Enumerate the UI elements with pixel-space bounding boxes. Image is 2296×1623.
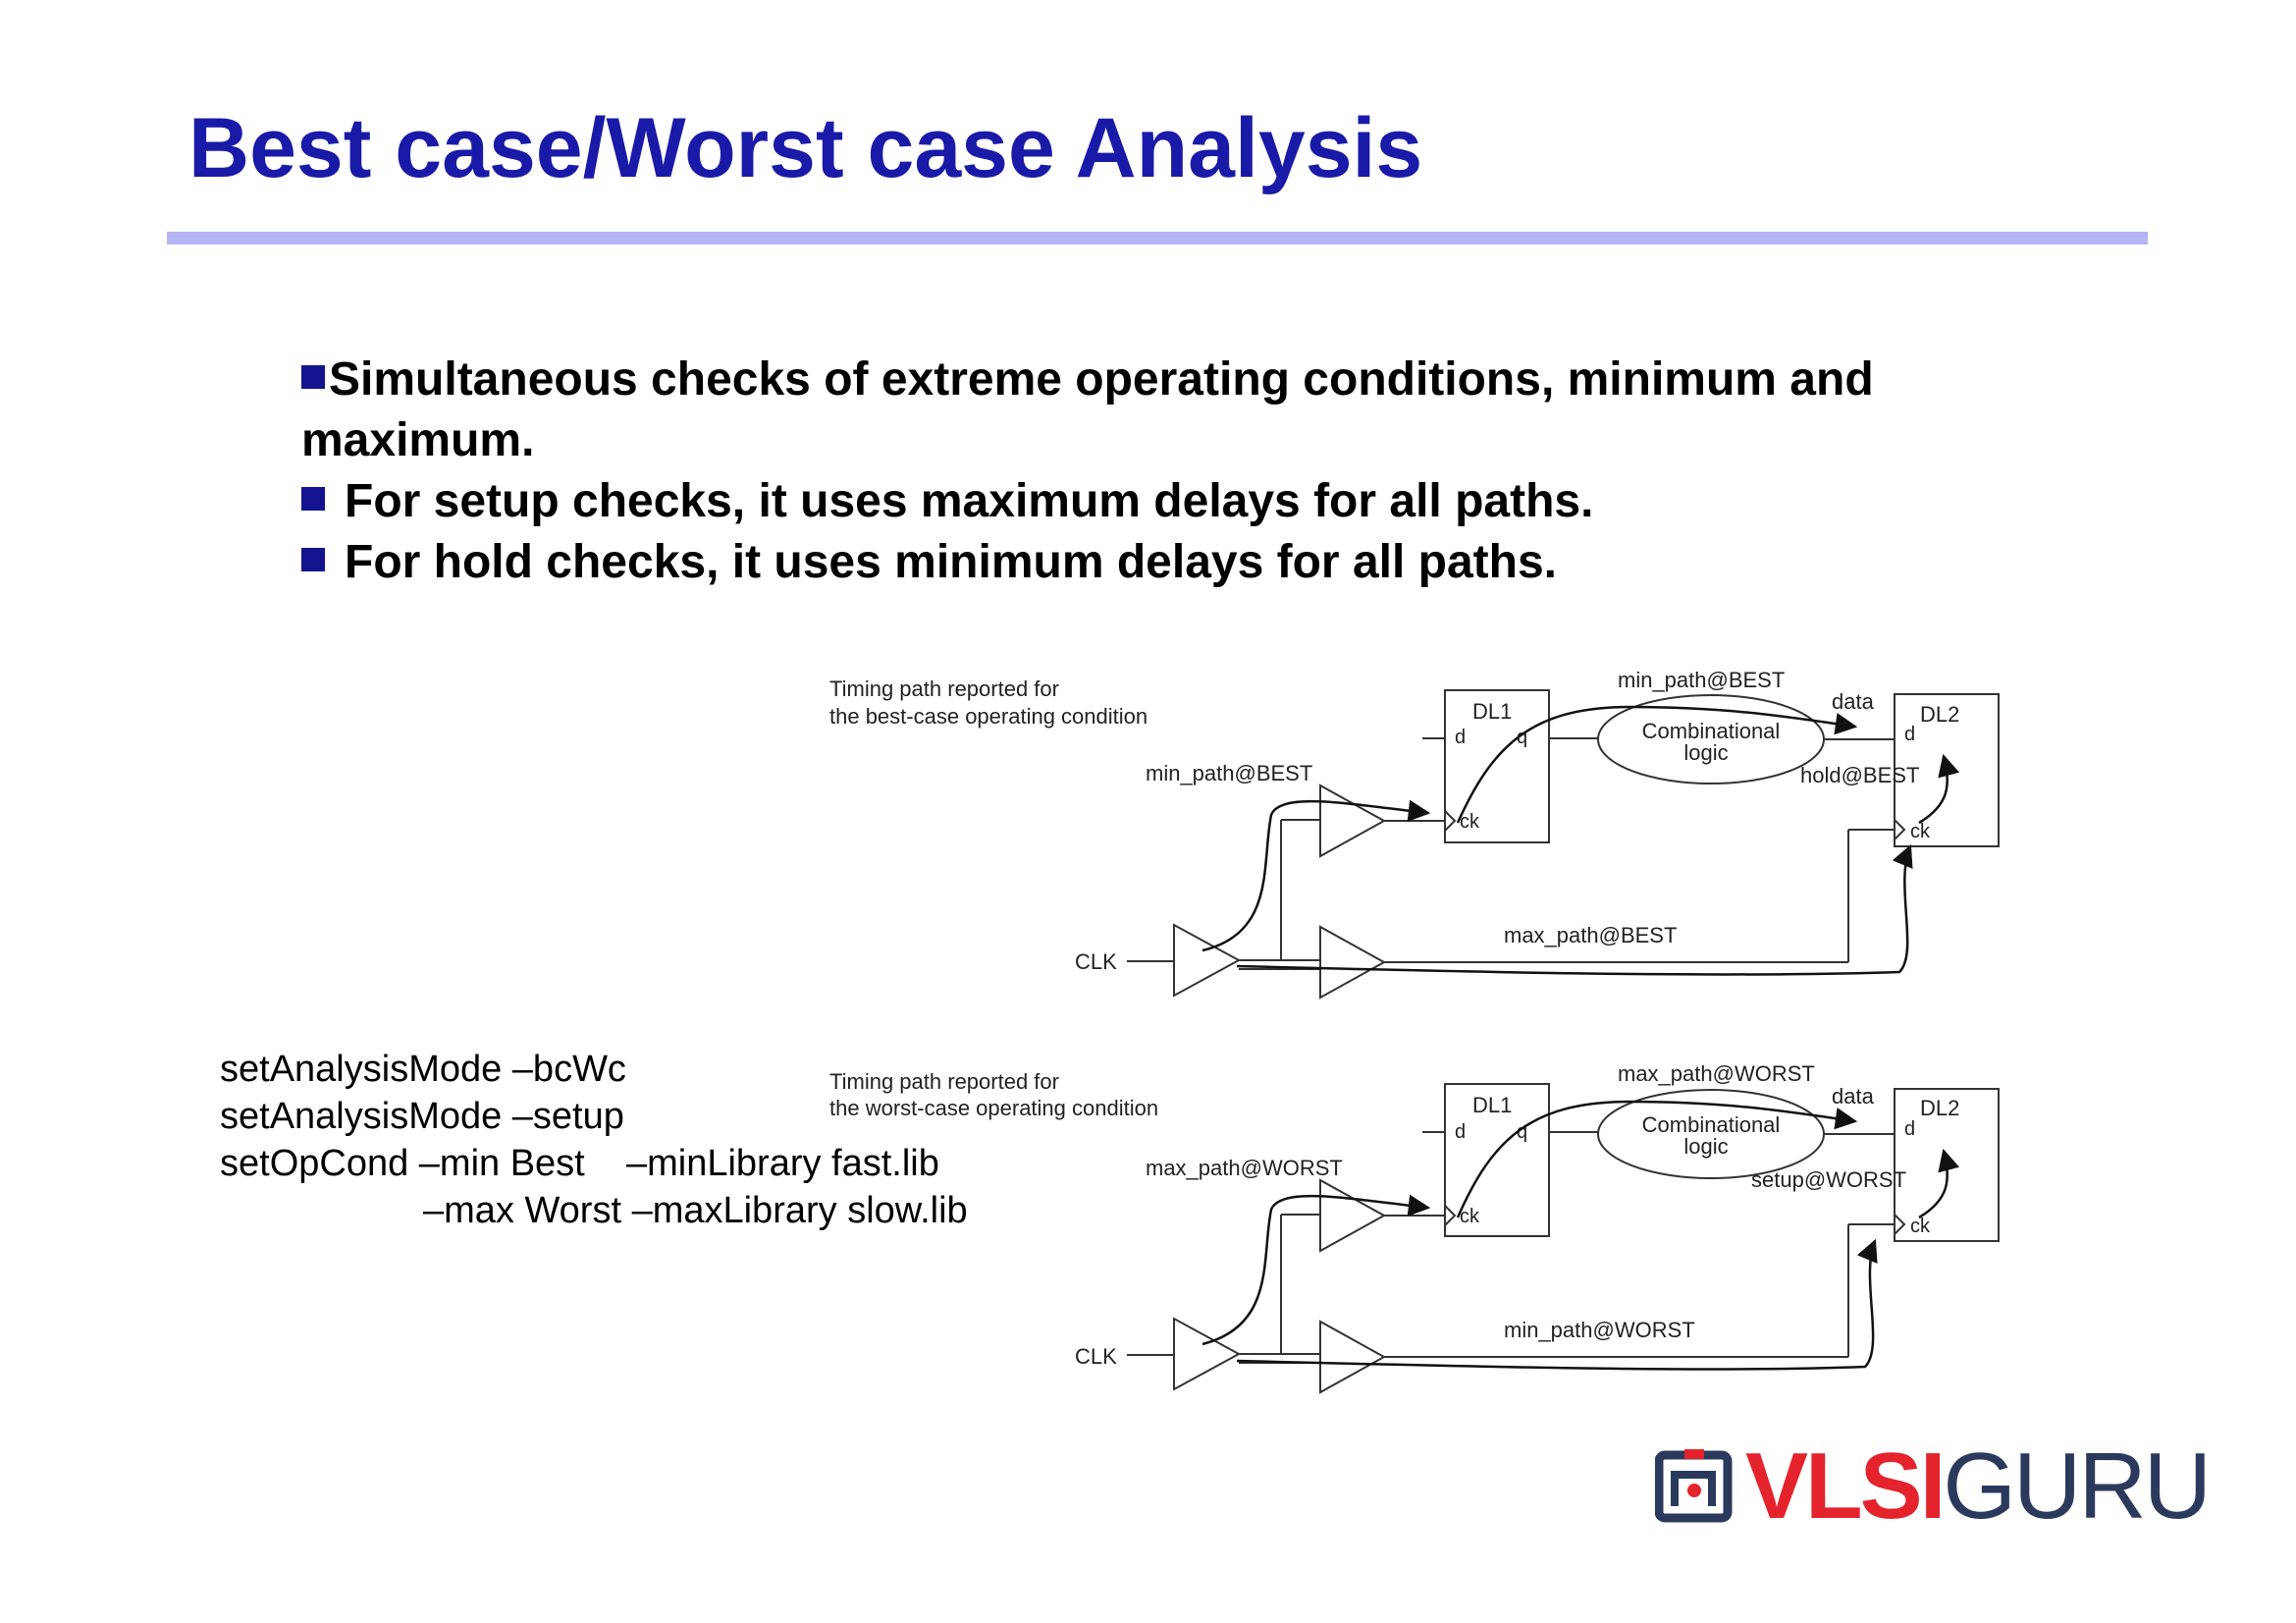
launch-path-arrow (1201, 799, 1431, 952)
caption-text: Timing path reported for (829, 1069, 1059, 1094)
logic-label: logic (1683, 1134, 1728, 1159)
command-line: setOpCond –min Best –minLibrary fast.lib (220, 1143, 939, 1184)
caption-text: the best-case operating condition (829, 704, 1148, 729)
bullet-square-icon (301, 365, 325, 389)
command-line: –max Worst –maxLibrary slow.lib (423, 1190, 968, 1231)
dl1-flop (1444, 1083, 1550, 1237)
pin-label: d (1904, 724, 1915, 745)
capture-path-arrow (1236, 1238, 1878, 1371)
clock-pin-notch (1444, 1205, 1457, 1226)
launch-path-arrow (1201, 1194, 1431, 1346)
clk-buffer (1173, 1317, 1242, 1391)
logo-text-guru: GURU (1943, 1434, 2212, 1539)
bullet-item: For hold checks, it uses minimum delays … (301, 532, 2068, 593)
data-label: data (1832, 1084, 1875, 1109)
check-label: setup@WORST (1751, 1167, 1906, 1192)
logic-label: logic (1683, 740, 1728, 765)
dl1-flop (1444, 689, 1550, 843)
capture-path-arrow (1236, 843, 1913, 976)
bullet-text: maximum. (301, 414, 535, 466)
vlsiguru-emblem-icon (1655, 1449, 1733, 1523)
bullet-text: Simultaneous checks of extreme operating… (329, 353, 1874, 406)
dl1-label: DL1 (1472, 699, 1512, 724)
clk-buffer (1173, 923, 1242, 998)
logic-label: Combinational (1642, 1112, 1781, 1137)
pin-label: ck (1910, 1216, 1931, 1237)
pin-label: ck (1910, 821, 1931, 842)
bullet-text: For setup checks, it uses maximum delays… (345, 475, 1594, 527)
dl2-label: DL2 (1920, 702, 1959, 727)
clock-pin-notch (1894, 1214, 1906, 1235)
check-label: hold@BEST (1800, 763, 1919, 787)
slide-title: Best case/Worst case Analysis (188, 101, 1423, 195)
dl2-label: DL2 (1920, 1096, 1959, 1120)
bullet-text: For hold checks, it uses minimum delays … (345, 536, 1557, 588)
capture-buffer (1319, 925, 1387, 1000)
pin-label: ck (1460, 811, 1480, 833)
dl2-flop (1894, 1088, 2000, 1242)
path-label: min_path@BEST (1618, 668, 1785, 692)
launch-buffer (1319, 784, 1387, 858)
command-line: setAnalysisMode –bcWc (220, 1049, 626, 1090)
pin-label: d (1455, 727, 1466, 748)
bullet-square-icon (301, 487, 325, 511)
path-label: min_path@WORST (1504, 1318, 1695, 1342)
clk-label: CLK (1075, 949, 1117, 974)
path-label: max_path@WORST (1146, 1156, 1343, 1180)
check-arrow (1918, 753, 1960, 825)
logic-label: Combinational (1642, 719, 1781, 743)
data-path-arrow (1456, 1100, 1858, 1218)
check-arrow (1918, 1148, 1960, 1219)
pin-label: q (1517, 1121, 1527, 1143)
launch-buffer (1319, 1178, 1387, 1253)
pin-label: d (1904, 1118, 1915, 1140)
bullet-square-icon (301, 548, 325, 571)
path-label: min_path@BEST (1146, 761, 1312, 785)
caption-text: Timing path reported for (829, 676, 1059, 701)
clock-pin-notch (1444, 810, 1457, 832)
caption-text: the worst-case operating condition (829, 1096, 1158, 1120)
logo-wordmark: VLSIGURU (1745, 1439, 2212, 1534)
path-label: max_path@WORST (1618, 1061, 1815, 1086)
logo-text-vlsi: VLSI (1745, 1434, 1946, 1539)
vlsiguru-logo: VLSIGURU (1655, 1439, 2212, 1534)
clk-label: CLK (1075, 1344, 1117, 1369)
bullet-list: Simultaneous checks of extreme operating… (301, 350, 2068, 593)
data-path-arrow (1456, 705, 1858, 824)
title-divider (167, 232, 2148, 244)
worst-case-diagram: Timing path reported for the worst-case … (829, 1061, 2000, 1394)
best-case-diagram: Timing path reported for the best-case o… (829, 668, 2000, 1000)
path-label: max_path@BEST (1504, 923, 1677, 947)
bullet-item: Simultaneous checks of extreme operating… (301, 350, 2068, 410)
dl2-flop (1894, 693, 2000, 847)
pin-label: d (1455, 1121, 1466, 1143)
clock-pin-notch (1894, 819, 1906, 840)
pin-label: q (1517, 727, 1527, 748)
command-line: setAnalysisMode –setup (220, 1096, 624, 1137)
bullet-item-continued: maximum. (301, 410, 2068, 471)
pin-label: ck (1460, 1206, 1480, 1227)
dl1-label: DL1 (1472, 1093, 1512, 1117)
data-label: data (1832, 689, 1875, 714)
bullet-item: For setup checks, it uses maximum delays… (301, 471, 2068, 532)
capture-buffer (1319, 1320, 1387, 1394)
